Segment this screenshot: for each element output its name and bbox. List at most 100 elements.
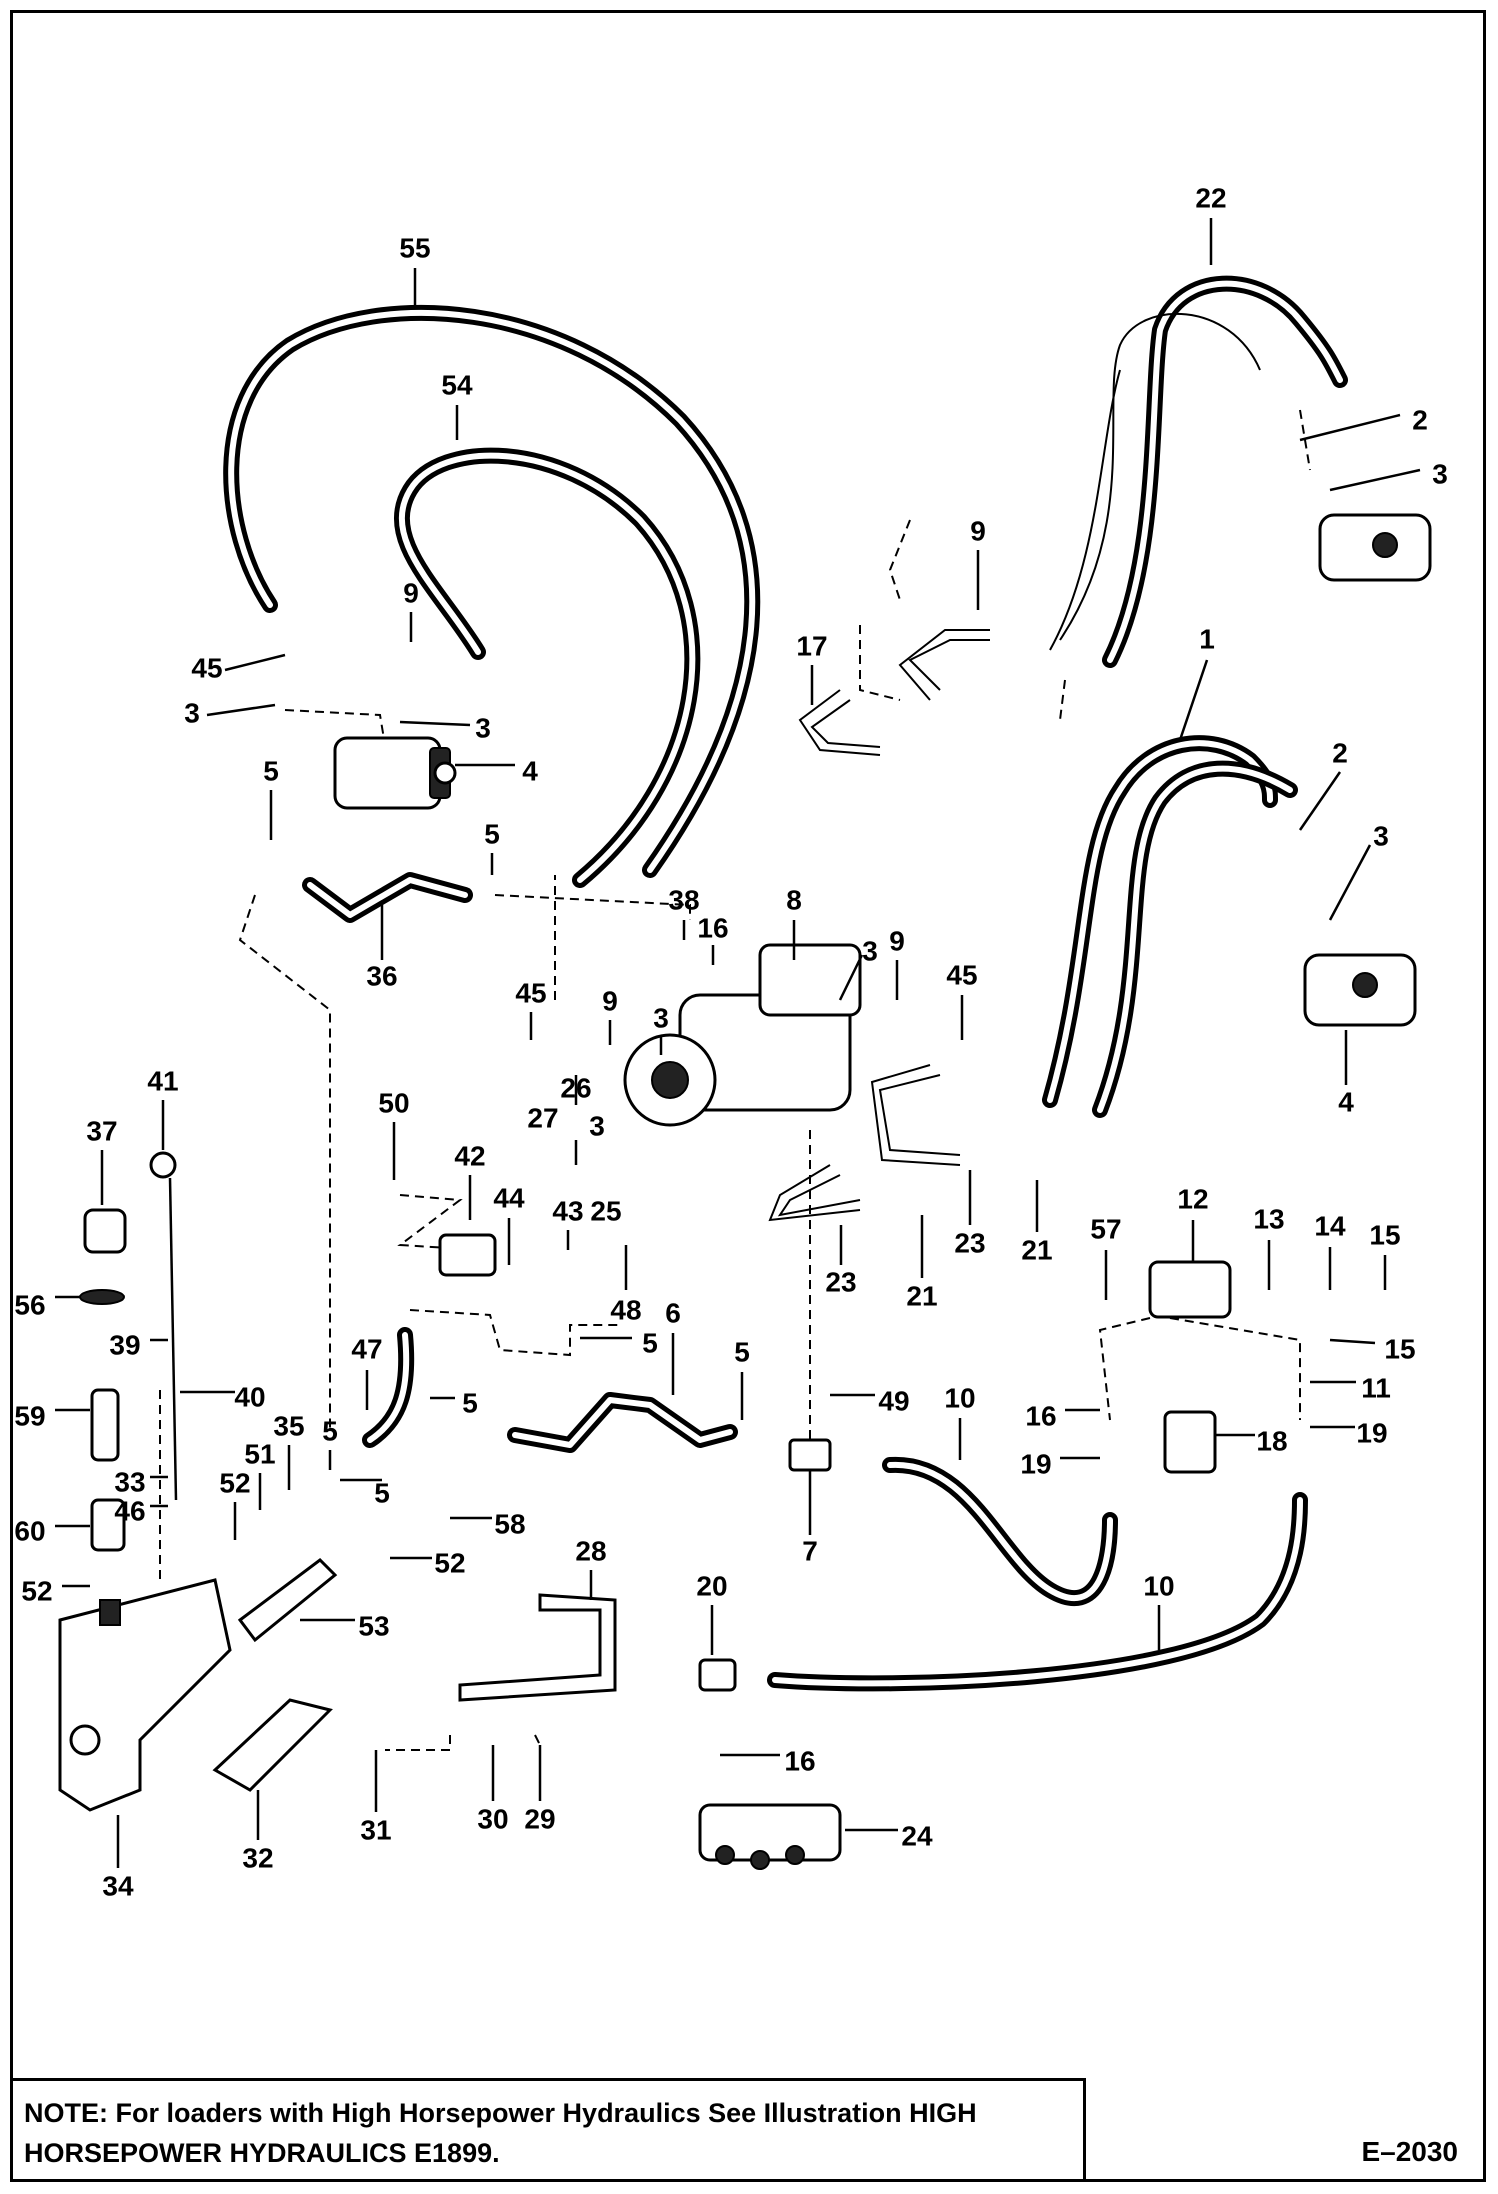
callout-c35: 35 [273,1410,304,1441]
callout-c12: 12 [1177,1183,1208,1214]
callout-c5a: 5 [263,755,279,786]
callout-c11: 11 [1361,1372,1391,1403]
callout-c33: 33 [114,1466,145,1497]
callout-c16a: 16 [697,912,728,943]
callout-c51: 51 [244,1438,275,1469]
callout-c9c: 9 [889,925,905,956]
hydrostatic-pump-8 [623,943,862,1127]
callout-c9a: 9 [403,577,419,608]
gasket-56 [79,1289,125,1305]
callout-c54: 54 [441,369,473,400]
callout-c10b: 10 [1143,1570,1174,1601]
hose-47 [362,1327,415,1448]
callout-c15b: 15 [1384,1333,1415,1364]
callout-c49: 49 [878,1385,909,1416]
callout-c52a: 52 [219,1467,250,1498]
hose-55 [223,304,761,878]
callout-c42: 42 [454,1140,485,1171]
callout-c13: 13 [1253,1203,1284,1234]
callout-c3c: 3 [1432,458,1448,489]
hose-22-ghost [1059,312,1261,641]
callout-c23b: 23 [954,1227,985,1258]
strainer-59 [90,1388,120,1462]
callout-c28: 28 [575,1535,606,1566]
callout-c38: 38 [668,884,699,915]
tee-fitting-7 [788,1438,832,1472]
callout-c56: 56 [14,1289,45,1320]
callout-c2a: 2 [1412,404,1428,435]
dipstick-41 [149,1151,178,1501]
callout-c2b: 2 [1332,737,1348,768]
callout-c25: 25 [590,1195,621,1226]
callout-c36: 36 [366,960,397,991]
callout-c3d: 3 [1373,820,1389,851]
tube-17 [798,689,881,756]
callout-c21a: 21 [906,1280,937,1311]
diagram-border [10,10,1486,2182]
control-valve-24 [698,1803,842,1870]
callout-c6: 6 [665,1297,681,1328]
callout-c23a: 23 [825,1266,856,1297]
callout-c1: 1 [1199,623,1215,654]
callout-c3g: 3 [589,1110,605,1141]
callout-c45c: 45 [515,977,546,1008]
callout-c5f: 5 [734,1336,750,1367]
callout-c40: 40 [234,1381,265,1412]
callout-c4a: 4 [522,755,538,786]
callout-c32: 32 [242,1842,273,1873]
hose-22 [1102,275,1348,668]
callout-c55: 55 [399,232,430,263]
callout-c43: 43 [552,1195,583,1226]
oil-cooler-53 [237,1558,338,1643]
callout-c24: 24 [901,1820,933,1851]
reservoir-34 [58,1578,232,1812]
callout-c30: 30 [477,1803,508,1834]
callout-c17: 17 [796,630,827,661]
callout-c15a: 15 [1369,1219,1400,1250]
bracket-28 [458,1593,617,1702]
callout-c3b: 3 [475,712,491,743]
callout-c45a: 45 [191,652,222,683]
filter-cap-37 [83,1208,127,1254]
filter-18 [1163,1410,1217,1474]
callout-c5b: 5 [484,818,500,849]
reference-code: E–2030 [1361,2136,1458,2167]
note-box: NOTE: For loaders with High Horsepower H… [10,2078,1086,2182]
callout-c19a: 19 [1356,1417,1387,1448]
callout-c5c: 5 [322,1415,338,1446]
callout-c47: 47 [351,1333,382,1364]
callout-c34: 34 [102,1870,134,1901]
tube-23b [870,1064,961,1166]
callout-c16c: 16 [784,1745,815,1776]
hose-6 [507,1392,738,1453]
callout-c31: 31 [360,1814,391,1845]
callout-c26: 26 [560,1072,591,1103]
hose-10-lower [767,1492,1308,1692]
callout-c3e: 3 [862,935,878,966]
callout-c5d: 5 [374,1477,390,1508]
elbow-20 [698,1658,737,1692]
callout-c60: 60 [14,1515,45,1546]
tube-9b [898,629,990,701]
callout-c3a: 3 [184,697,200,728]
hose-10-upper [882,1456,1118,1606]
leader-lines [55,218,1421,1868]
callout-c14: 14 [1314,1210,1346,1241]
pump-4-left [333,736,457,810]
callout-c4b: 4 [1338,1086,1354,1117]
callout-c19b: 19 [1020,1448,1051,1479]
note-line-1: NOTE: For loaders with High Horsepower H… [24,2098,977,2128]
callout-c20: 20 [696,1570,727,1601]
callout-c18: 18 [1256,1425,1287,1456]
callout-c39: 39 [109,1329,140,1360]
hose-ghost-lower [1049,369,1121,651]
callout-c8: 8 [786,884,802,915]
callout-c21b: 21 [1021,1234,1052,1265]
callout-c59: 59 [14,1400,45,1431]
shield-32 [212,1698,333,1792]
hose-54 [393,447,701,888]
callout-c29: 29 [524,1803,555,1834]
drive-motor-4-lower [1303,953,1417,1027]
